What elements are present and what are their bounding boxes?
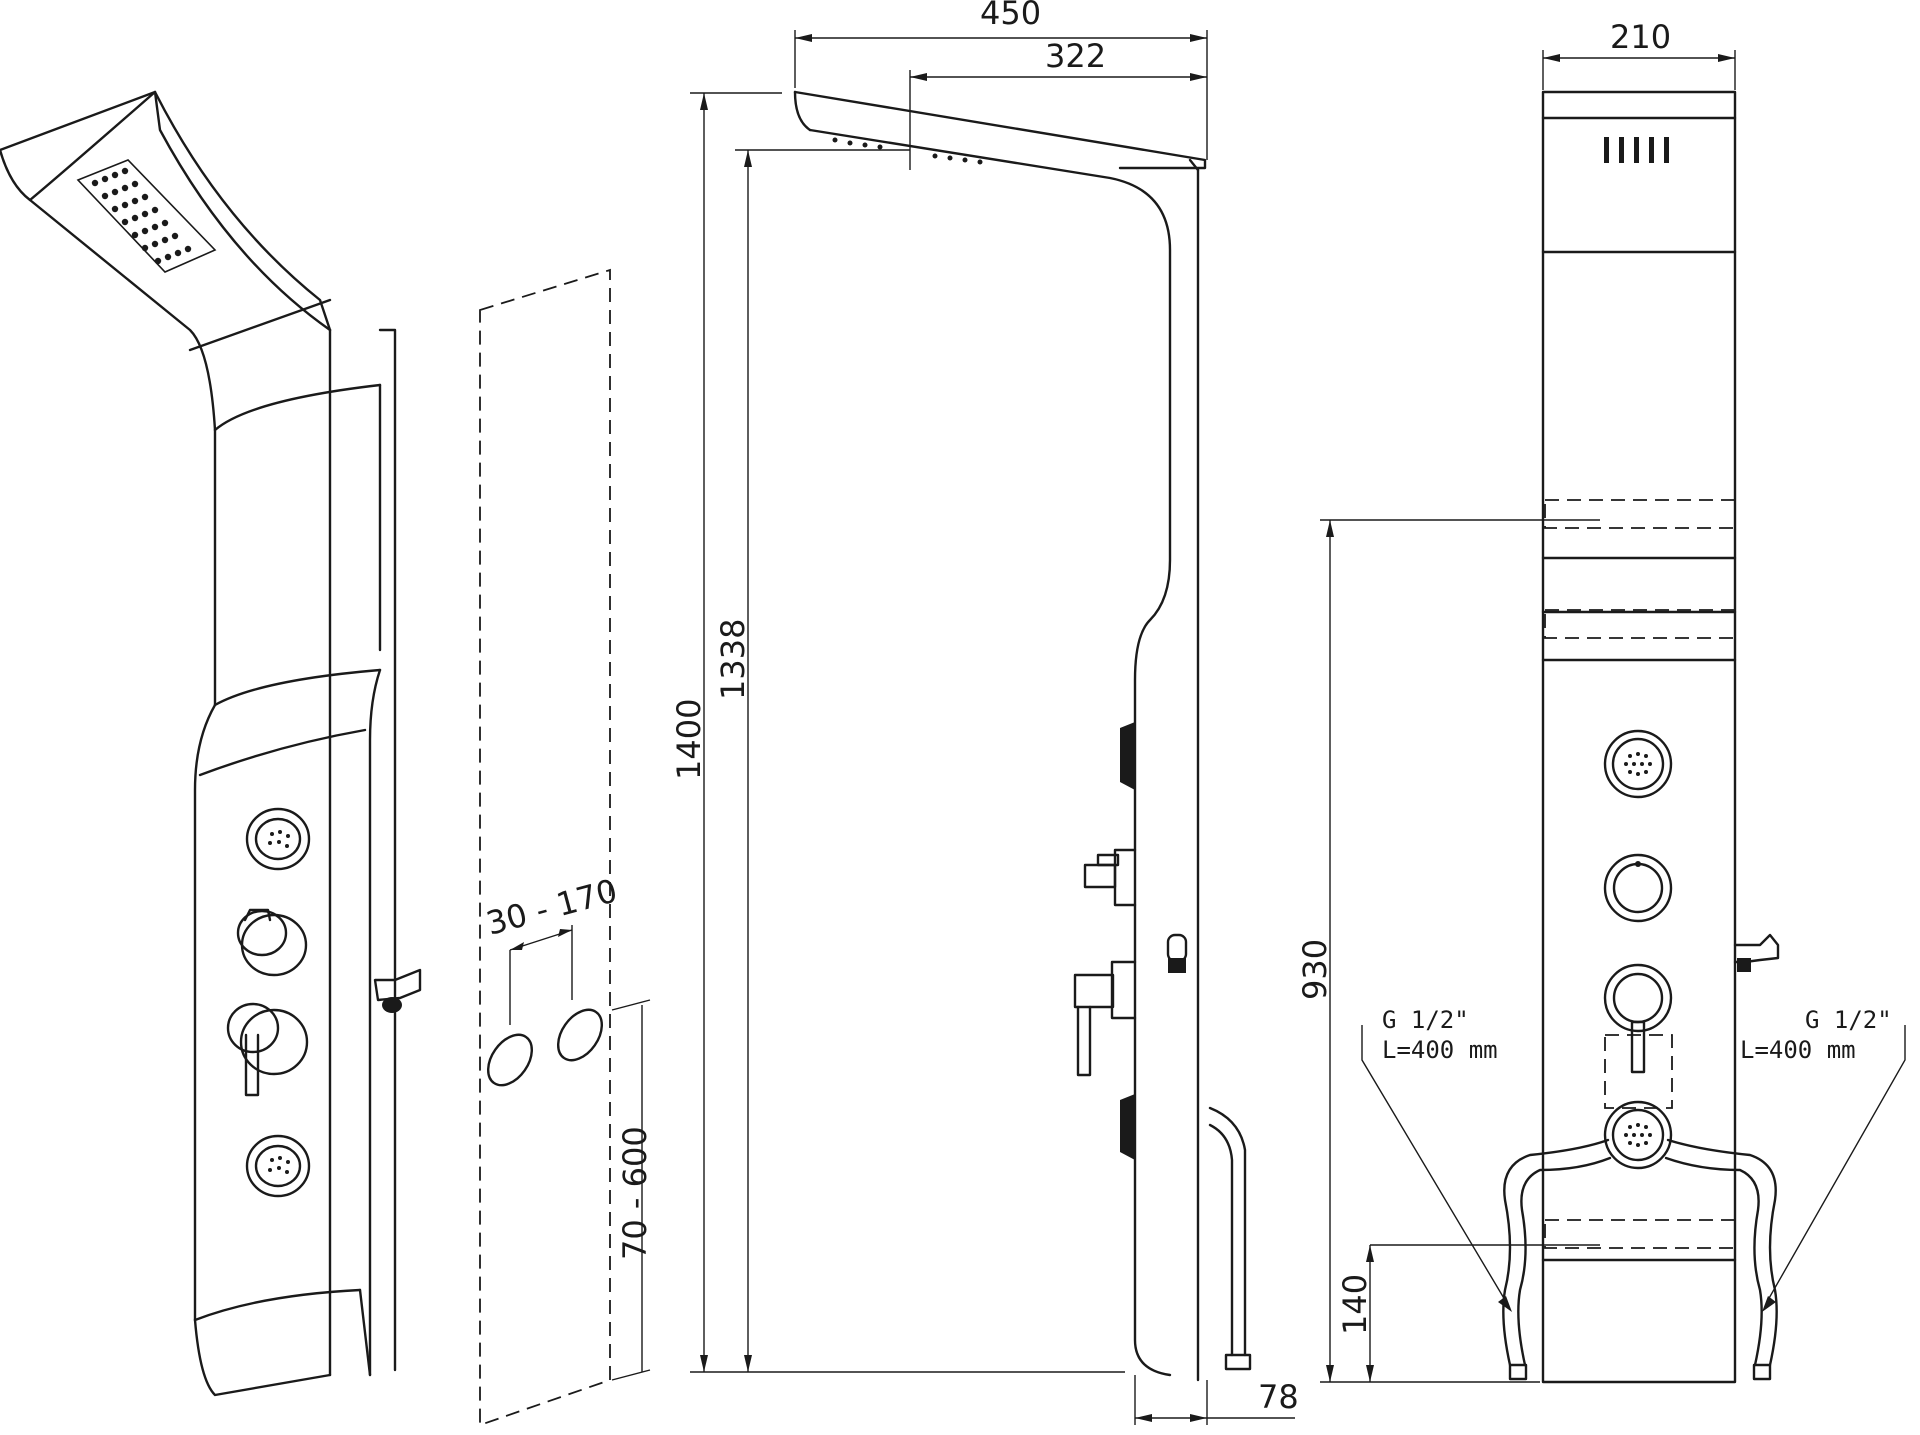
depth-head-label: 322 (1045, 37, 1106, 75)
depth-total-label: 450 (980, 0, 1041, 32)
perspective-view (0, 90, 422, 1397)
diverter-knob-icon (1603, 853, 1673, 923)
right-hose-label: L=400 mm (1740, 1036, 1856, 1064)
mixer-lever-icon (1603, 963, 1673, 1109)
diverter-knob-icon (236, 908, 308, 977)
height-total-label: 1400 (670, 699, 708, 780)
body-jet-side-icon (1120, 1094, 1135, 1160)
handset-holder-icon (1733, 933, 1780, 972)
supply-hose-side-icon (1208, 1106, 1252, 1371)
body-jet-icon (245, 807, 311, 871)
right-thread-label: G 1/2" (1805, 1006, 1892, 1034)
front-view: 210 930 140 G 1/2" L=400 mm G 1/2" L=400… (1296, 18, 1906, 1384)
body-jet-icon (1603, 729, 1673, 799)
body-jet-icon (1603, 1100, 1673, 1170)
mixer-lever-side-icon (1073, 960, 1137, 1077)
mixer-lever-icon (226, 1002, 309, 1097)
wall-offset-label: 78 (1258, 1378, 1299, 1416)
handset-height-label: 70 - 600 (616, 1126, 654, 1260)
diverter-knob-side-icon (1083, 848, 1137, 907)
supply-hoses-icon (1502, 1138, 1778, 1381)
handset-holder-side-icon (1166, 933, 1188, 973)
left-hose-label: L=400 mm (1382, 1036, 1498, 1064)
body-jet-side-icon (1120, 722, 1135, 790)
handset-holder-icon (373, 968, 422, 1013)
inlet-height-label: 930 (1296, 939, 1334, 1000)
width-label: 210 (1610, 18, 1671, 56)
rain-head-nozzles-icon (76, 159, 217, 273)
lower-height-label: 140 (1336, 1274, 1374, 1335)
wall-mount-outline: 30 - 170 70 - 600 (479, 268, 654, 1427)
handset-spacing-label: 30 - 170 (482, 871, 621, 942)
body-jet-icon (245, 1134, 311, 1198)
head-vent-icon (1604, 137, 1669, 163)
left-thread-label: G 1/2" (1382, 1006, 1469, 1034)
height-head-label: 1338 (714, 619, 752, 700)
side-view: 450 322 1400 1338 78 (670, 0, 1299, 1425)
